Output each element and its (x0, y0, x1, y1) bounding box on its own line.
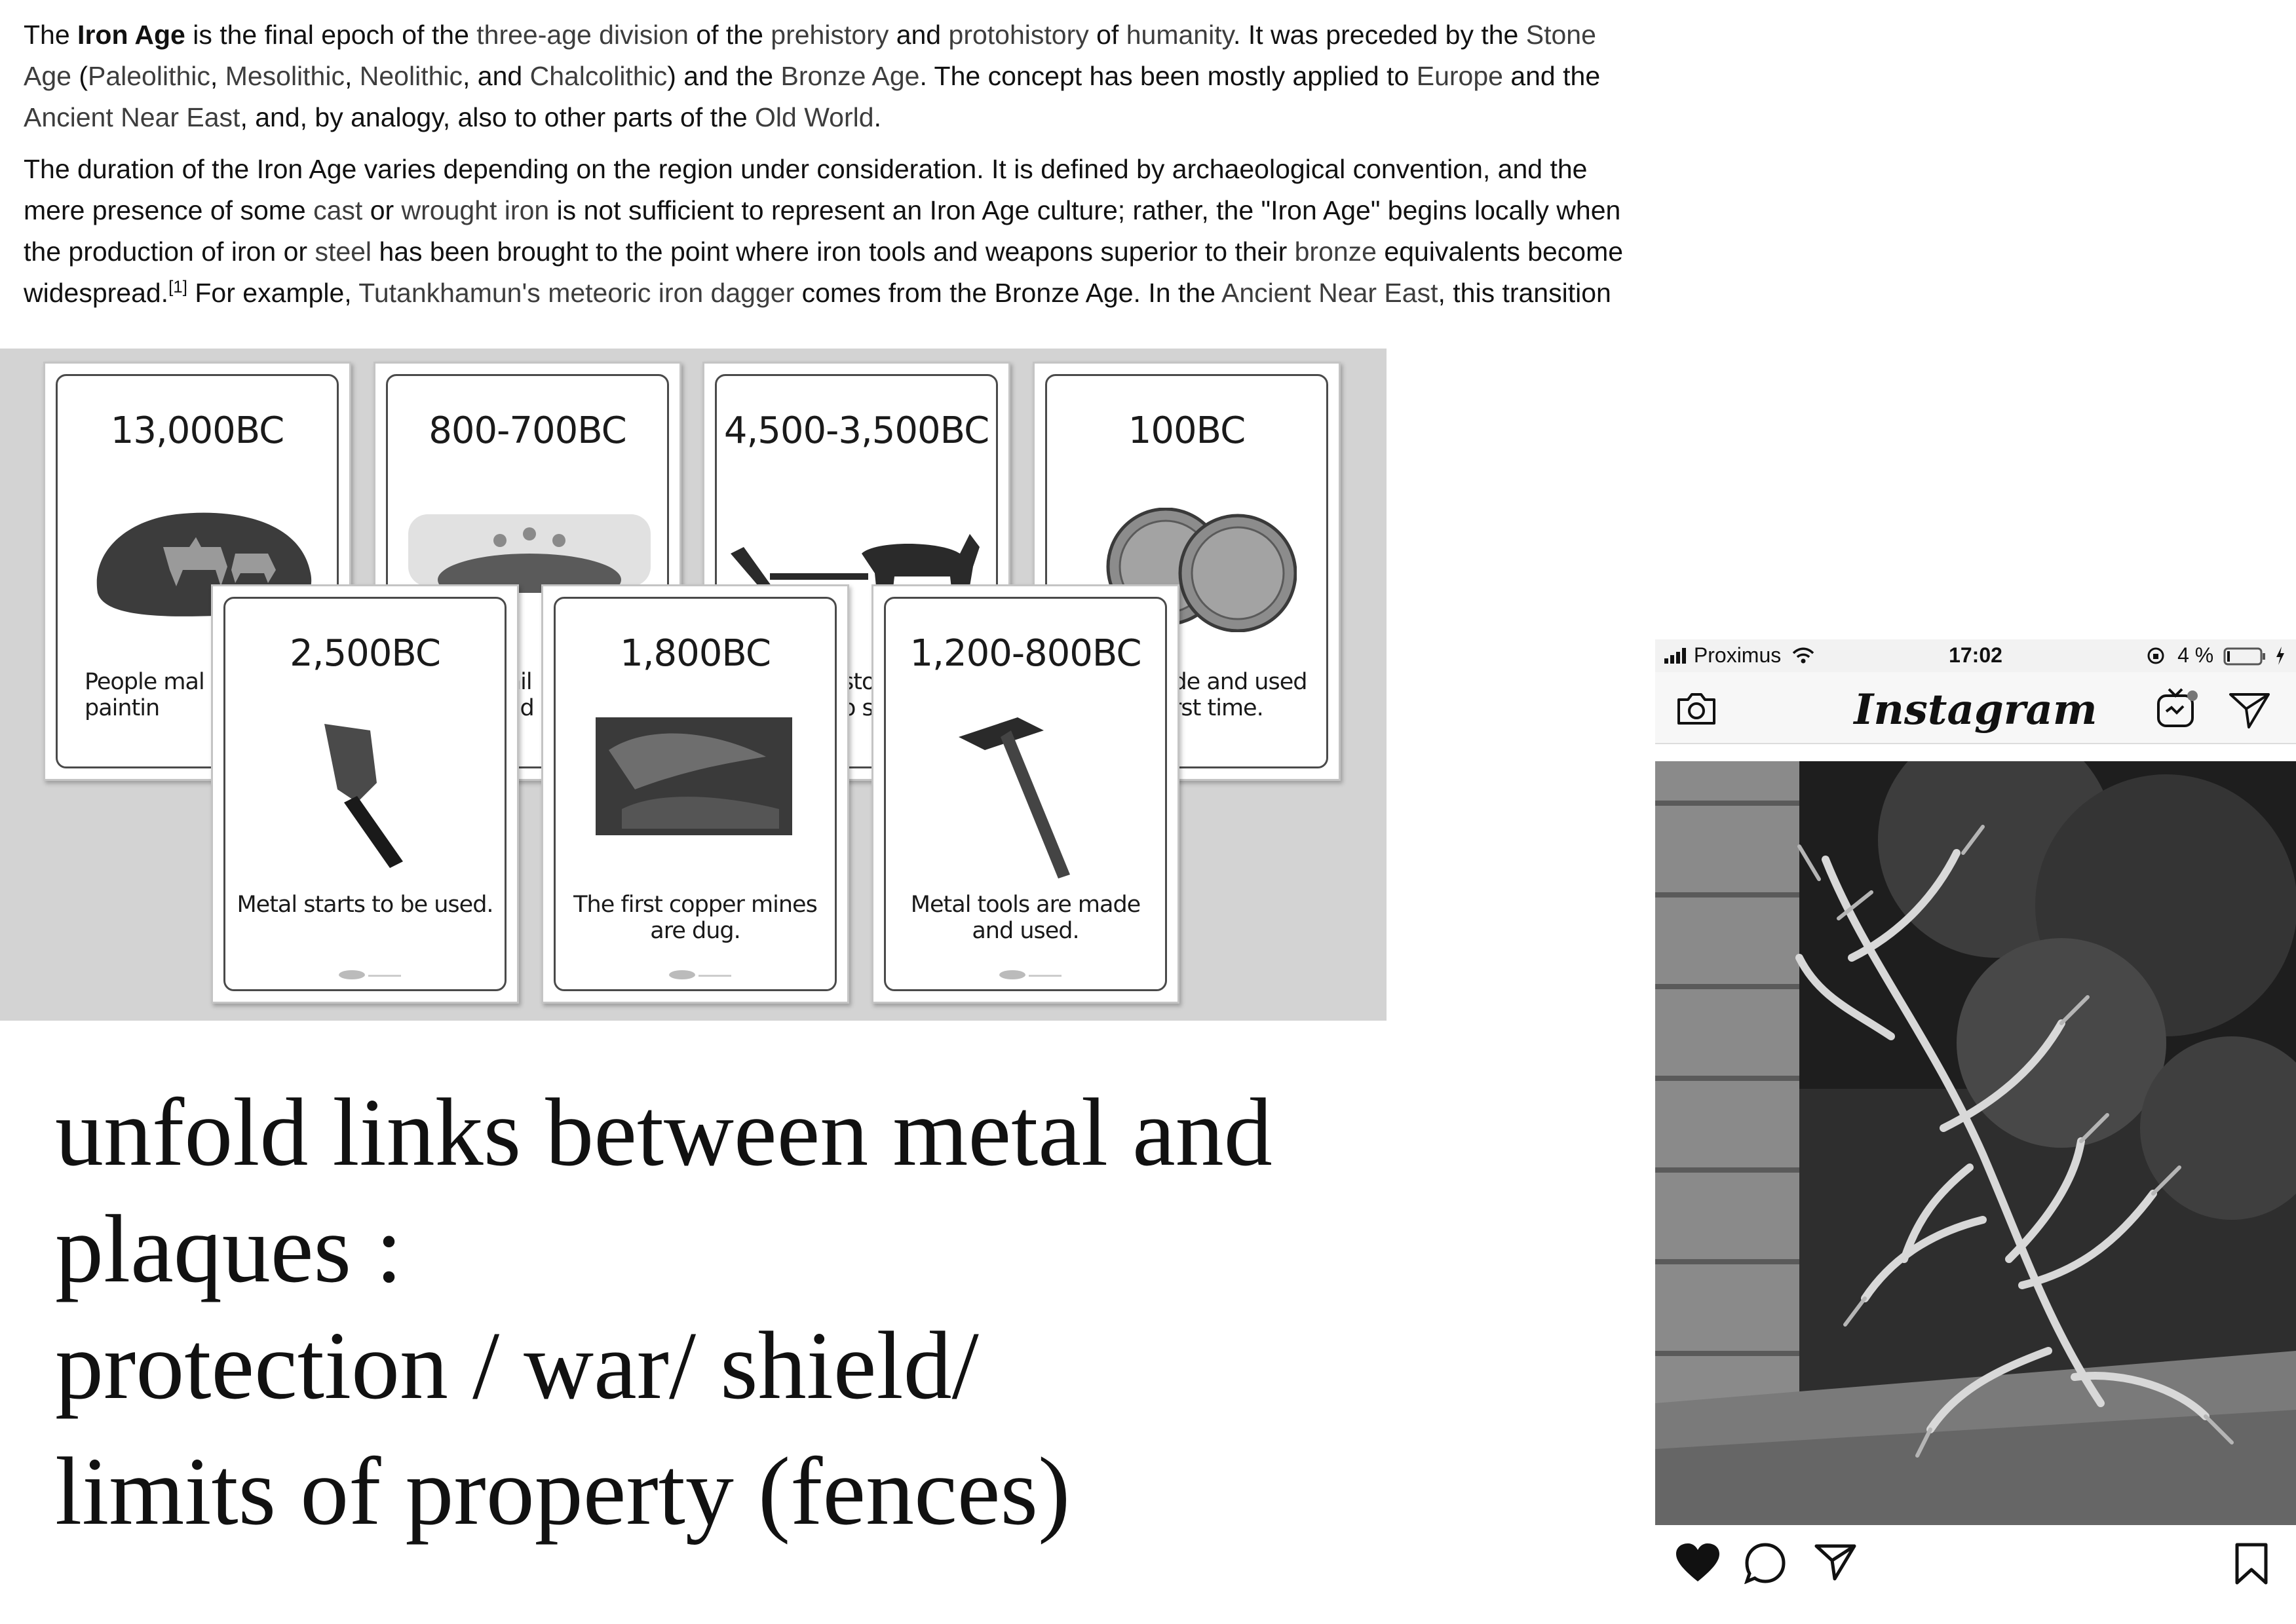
article-text: ( (71, 61, 88, 91)
card-1200bc: 1,200-800BC Metal tools are made and use… (871, 584, 1179, 1004)
orientation-lock-icon (2147, 647, 2164, 664)
article-term: Iron Age (77, 20, 185, 50)
carrier-status: Proximus (1664, 643, 1814, 668)
article-text: is the final epoch of the (185, 20, 477, 50)
article-link[interactable]: Bronze Age (780, 61, 920, 91)
article-link[interactable]: steel (315, 236, 372, 267)
article-text: and (889, 20, 949, 50)
article-text: comes from the Bronze Age. In the (794, 278, 1222, 308)
card-date: 1,800BC (620, 632, 771, 675)
card-date: 2,500BC (290, 632, 441, 675)
battery-percent: 4 % (2177, 643, 2214, 667)
article-link[interactable]: humanity (1126, 20, 1234, 50)
notes-line-1: unfold links between metal and (55, 1079, 1272, 1186)
card-caption: The first copper mines are dug. (573, 892, 818, 944)
card-1800bc: 1,800BC The first copper mines are dug. (541, 584, 849, 1004)
article-text: The (24, 20, 78, 50)
status-bar: Proximus 17:02 4 % (1655, 639, 2296, 672)
card-date: 4,500-3,500BC (723, 409, 989, 452)
article-text: For example, (187, 278, 359, 308)
instagram-logo: Instagram (1854, 685, 2097, 734)
notes-line-4: limits of property (fences) (55, 1438, 1071, 1545)
copper-mine-illustration (596, 717, 792, 835)
card-date: 800-700BC (429, 409, 627, 452)
article-link[interactable]: Ancient Near East (1221, 278, 1438, 308)
article-text: or (362, 195, 402, 225)
card-date: 13,000BC (110, 409, 284, 452)
wifi-icon (1792, 647, 1814, 664)
carrier-name: Proximus (1693, 643, 1782, 667)
article-text: . The concept has been mostly applied to (919, 61, 1417, 91)
instagram-header: Instagram (1655, 672, 2296, 744)
citation-link[interactable]: [1] (168, 276, 187, 297)
article-text: has been brought to the point where iron… (372, 236, 1295, 267)
article-link[interactable]: Old World (755, 102, 874, 132)
article-text: equivalents become widespread. (24, 236, 1624, 308)
article-link[interactable]: Chalcolithic (529, 61, 668, 91)
battery-status: 4 % (2147, 643, 2286, 668)
article-text: ) and the (667, 61, 781, 91)
article-text: . (873, 102, 881, 132)
post-photo[interactable] (1655, 761, 2296, 1525)
article-text: . It was preceded by the (1233, 20, 1526, 50)
article-text: , (344, 61, 360, 91)
settlement-illustration (408, 514, 651, 593)
direct-send-icon[interactable] (2228, 690, 2271, 730)
card-caption: People mal paintin (85, 669, 205, 721)
article-link[interactable]: wrought iron (401, 195, 550, 225)
post-actions-bar (1655, 1525, 2296, 1624)
article-text: of (1088, 20, 1126, 50)
notes-line-2: plaques : (55, 1196, 403, 1303)
article-text: , and, by analogy, also to other parts o… (240, 102, 756, 132)
signal-icon (1664, 648, 1686, 664)
status-time: 17:02 (1949, 643, 2002, 667)
article-text: , and (463, 61, 530, 91)
card-caption: Metal starts to be used. (237, 892, 493, 918)
camera-icon[interactable] (1675, 690, 1718, 727)
igtv-icon[interactable] (2154, 687, 2200, 730)
article-link[interactable]: cast (313, 195, 363, 225)
article-link[interactable]: Mesolithic (225, 61, 345, 91)
article-text: of the (688, 20, 771, 50)
article-excerpt: The Iron Age is the final epoch of the t… (24, 14, 1636, 324)
spearhead-illustration (324, 724, 403, 868)
article-text: and the (1502, 61, 1601, 91)
card-caption: ade and used first time. (1159, 669, 1307, 721)
card-date: 100BC (1128, 409, 1246, 452)
article-text: The duration of the Iron Age varies depe… (24, 154, 1588, 225)
instagram-screenshot: Proximus 17:02 4 % (1655, 639, 2296, 1624)
article-link[interactable]: Neolithic (359, 61, 463, 91)
article-link[interactable]: Paleolithic (88, 61, 210, 91)
article-text: is not sufficient to represent an Iron A… (24, 195, 1621, 267)
timeline-cards-image: 13,000BC People mal paintin 800-700BC hi… (0, 349, 1387, 1021)
article-link[interactable]: bronze (1294, 236, 1377, 267)
article-link[interactable]: Europe (1416, 61, 1503, 91)
comment-icon[interactable] (1744, 1542, 1786, 1584)
card-2500bc: 2,500BC Metal starts to be used. (211, 584, 519, 1004)
battery-icon (2223, 647, 2266, 666)
article-text: , (210, 61, 225, 91)
card-caption: Metal tools are made and used. (910, 892, 1141, 944)
hammer-tool-illustration (959, 717, 1070, 878)
card-date: 1,200-800BC (909, 632, 1142, 675)
article-link[interactable]: Tutankhamun's meteoric iron dagger (358, 278, 795, 308)
article-paragraph-2: The duration of the Iron Age varies depe… (24, 149, 1636, 314)
share-icon[interactable] (1814, 1542, 1857, 1581)
notes-text: unfold links between metal and plaques :… (55, 1074, 1431, 1550)
notes-line-3: protection / war/ shield/ (55, 1312, 979, 1420)
article-link[interactable]: protohistory (948, 20, 1089, 50)
card-100bc: 100BC ade and used first time. (1033, 362, 1341, 781)
charging-bolt-icon (2276, 647, 2284, 665)
article-link[interactable]: prehistory (771, 20, 889, 50)
article-link[interactable]: Stone Age (24, 20, 1596, 91)
heart-icon[interactable] (1675, 1542, 1721, 1584)
article-paragraph-1: The Iron Age is the final epoch of the t… (24, 14, 1636, 138)
article-link[interactable]: three-age division (476, 20, 689, 50)
bookmark-icon[interactable] (2233, 1542, 2270, 1585)
article-link[interactable]: Ancient Near East (24, 102, 240, 132)
article-text: , this transition (1438, 278, 1611, 308)
